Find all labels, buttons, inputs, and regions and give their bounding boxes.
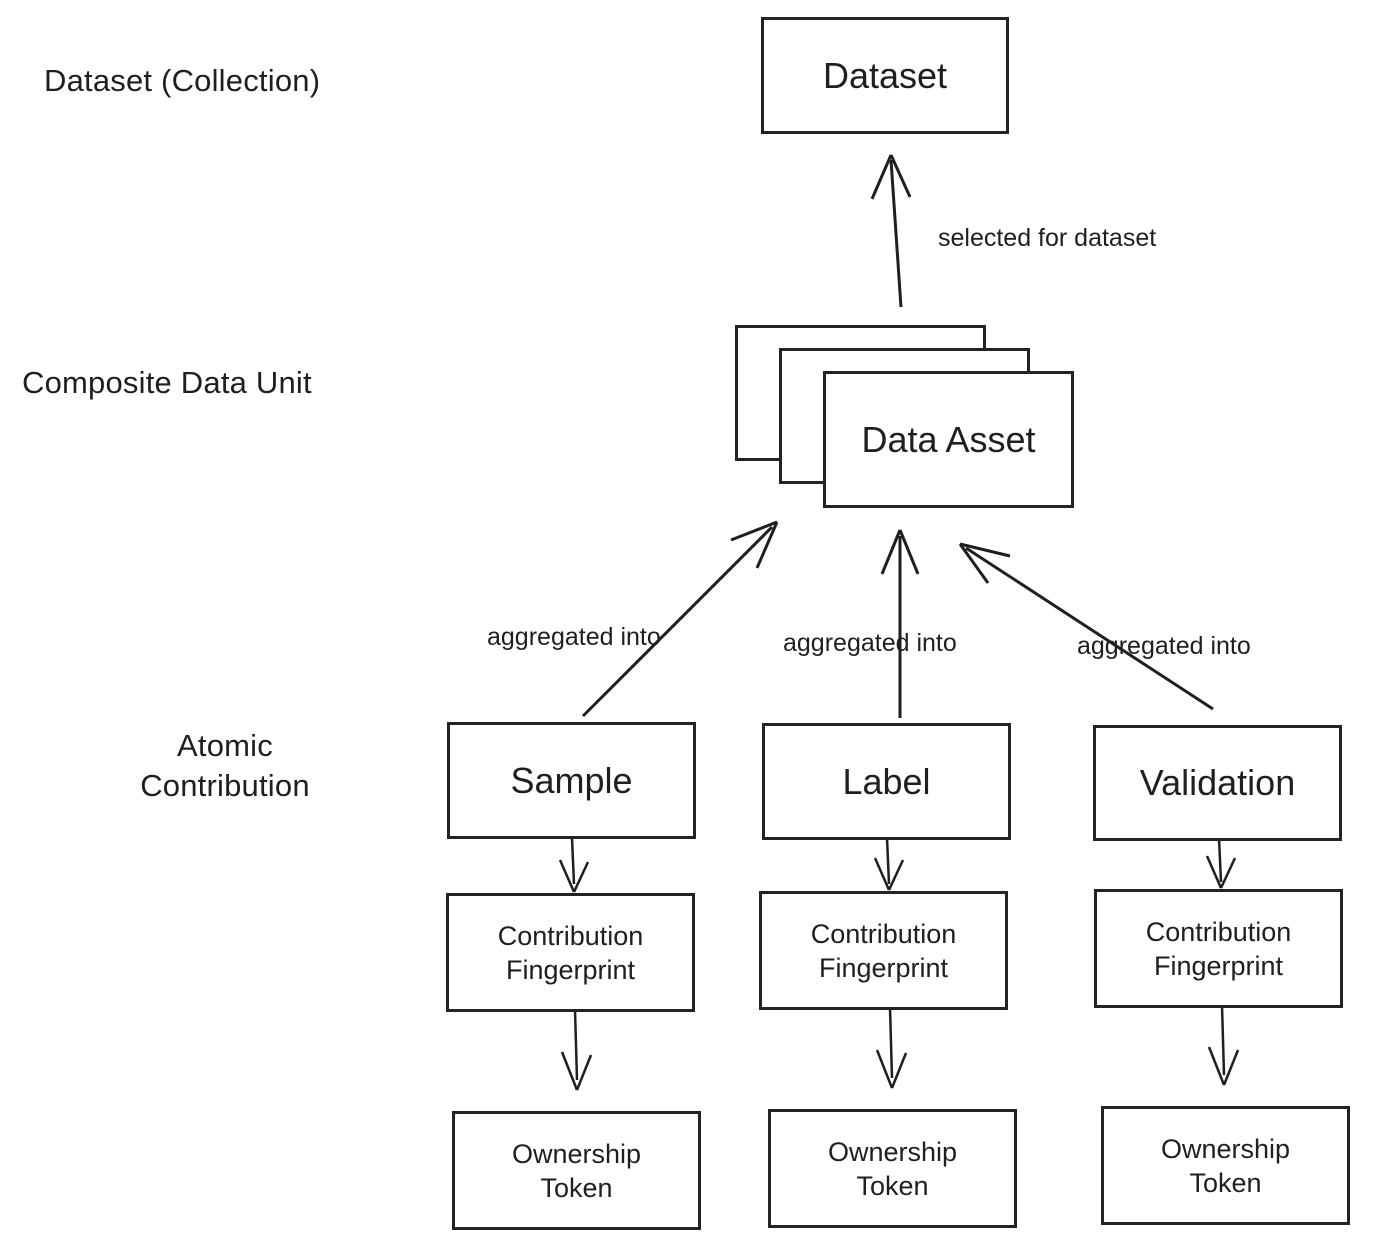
arrow-aggregated-into-1 — [581, 520, 779, 718]
fingerprint-line2: Fingerprint — [818, 952, 949, 983]
node-ownership-token-label[interactable]: Ownership Token — [768, 1109, 1017, 1228]
node-contribution-fingerprint-sample[interactable]: Contribution Fingerprint — [446, 893, 695, 1012]
fingerprint-line1: Contribution — [810, 918, 957, 949]
fingerprint-line1: Contribution — [497, 920, 644, 951]
node-validation[interactable]: Validation — [1093, 725, 1342, 841]
token-line2: Token — [1189, 1167, 1262, 1198]
arrow-fingerprint-to-token-1 — [560, 1009, 593, 1091]
arrow-fingerprint-to-token-3 — [1207, 1004, 1240, 1086]
arrow-validation-to-fingerprint — [1205, 837, 1237, 889]
node-data-asset[interactable]: Data Asset — [823, 371, 1074, 508]
node-contribution-fingerprint-label[interactable]: Contribution Fingerprint — [759, 891, 1008, 1010]
row-label-atomic-contribution-line2: Contribution — [140, 768, 310, 803]
edge-label-aggregated-into-3: aggregated into — [1077, 632, 1251, 660]
node-dataset[interactable]: Dataset — [761, 17, 1009, 134]
node-contribution-fingerprint-validation[interactable]: Contribution Fingerprint — [1094, 889, 1343, 1008]
fingerprint-line2: Fingerprint — [1153, 950, 1284, 981]
edge-label-selected-for-dataset: selected for dataset — [938, 224, 1157, 252]
row-label-atomic-contribution: Atomic Contribution — [80, 726, 370, 806]
row-label-composite-data-unit: Composite Data Unit — [22, 365, 312, 400]
row-label-atomic-contribution-line1: Atomic — [177, 728, 273, 763]
fingerprint-line2: Fingerprint — [505, 954, 636, 985]
arrow-fingerprint-to-token-2 — [875, 1007, 908, 1089]
arrow-aggregated-into-3 — [958, 542, 1214, 711]
token-line1: Ownership — [1160, 1133, 1291, 1164]
arrow-selected-for-dataset — [870, 154, 912, 308]
node-ownership-token-validation[interactable]: Ownership Token — [1101, 1106, 1350, 1225]
arrow-sample-to-fingerprint — [558, 837, 590, 893]
arrow-label-to-fingerprint — [873, 837, 905, 891]
edge-label-aggregated-into-2: aggregated into — [783, 629, 957, 657]
token-line1: Ownership — [511, 1138, 642, 1169]
arrow-aggregated-into-2 — [880, 529, 920, 718]
fingerprint-line1: Contribution — [1145, 916, 1292, 947]
node-label[interactable]: Label — [762, 723, 1011, 840]
token-line2: Token — [540, 1172, 613, 1203]
node-sample[interactable]: Sample — [447, 722, 696, 839]
token-line2: Token — [856, 1170, 929, 1201]
token-line1: Ownership — [827, 1136, 958, 1167]
row-label-dataset-collection: Dataset (Collection) — [44, 63, 321, 98]
node-ownership-token-sample[interactable]: Ownership Token — [452, 1111, 701, 1230]
edge-label-aggregated-into-1: aggregated into — [487, 623, 661, 651]
